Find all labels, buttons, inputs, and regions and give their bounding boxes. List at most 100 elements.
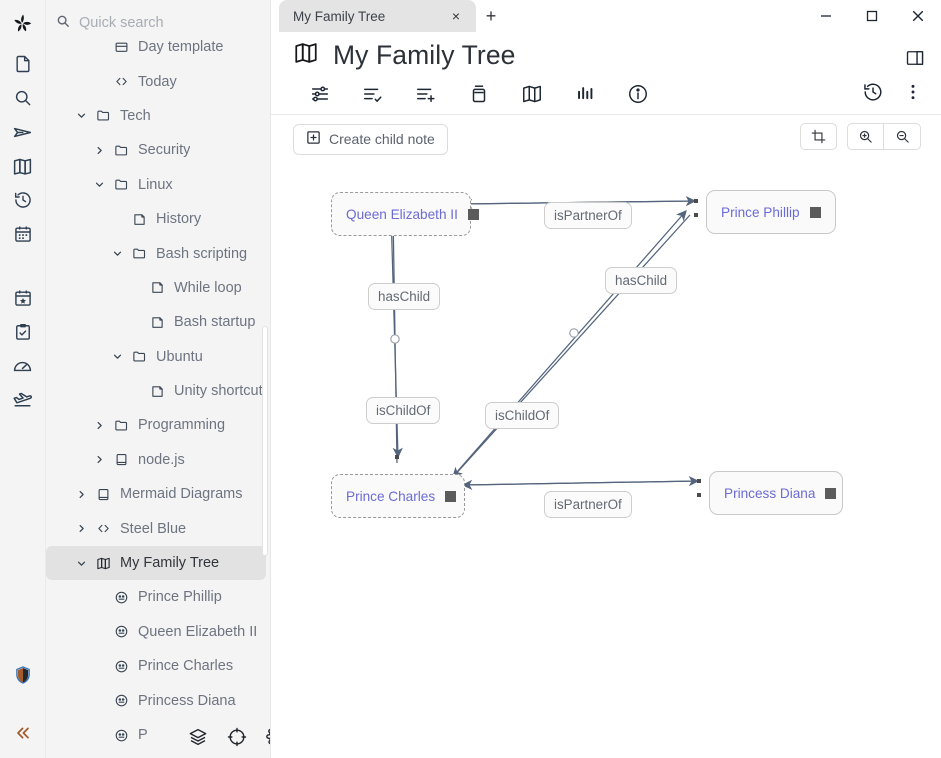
chevron-right-icon[interactable]	[88, 453, 110, 466]
graph-edge-label-isPartnerOf[interactable]: isPartnerOf	[544, 491, 632, 518]
right-panel-icon[interactable]	[899, 42, 931, 74]
create-child-note-button[interactable]: Create child note	[293, 123, 448, 155]
tree-item-day-template[interactable]: Day template	[46, 30, 266, 64]
note-icon	[146, 384, 168, 399]
ribbon-note-info[interactable]	[558, 77, 611, 111]
chevron-right-icon[interactable]	[70, 488, 92, 501]
chevron-right-icon[interactable]	[88, 144, 110, 157]
tree-item-bash-scripting[interactable]: Bash scripting	[46, 236, 266, 270]
graph-node-handle[interactable]	[445, 490, 457, 502]
ribbon-more-menu[interactable]	[893, 75, 933, 109]
graph-edge-label-isChildOf[interactable]: isChildOf	[485, 402, 560, 429]
zoom-out-icon[interactable]	[884, 123, 921, 150]
chevron-right-icon[interactable]	[88, 419, 110, 432]
graph-node-queen[interactable]: Queen Elizabeth II	[331, 192, 479, 236]
tree-item-programming[interactable]: Programming	[46, 408, 266, 442]
sidebar-scrollbar[interactable]	[262, 326, 268, 556]
book-icon	[110, 452, 132, 467]
graph-edge-label-isChildOf[interactable]: isChildOf	[366, 397, 441, 424]
tree-item-prince-phillip[interactable]: Prince Phillip	[46, 580, 266, 614]
trilium-leaf-logo[interactable]	[6, 5, 40, 39]
tree-item-unity-shortcuts[interactable]: Unity shortcuts	[46, 374, 266, 408]
tree-item-history[interactable]: History	[46, 202, 266, 236]
rail-item-send[interactable]	[6, 115, 40, 149]
ribbon-inherited-attributes[interactable]	[399, 77, 452, 111]
tree-item-node-js[interactable]: node.js	[46, 443, 266, 477]
zoom-pair	[847, 123, 921, 150]
rail-item-gauge[interactable]	[6, 349, 40, 383]
tree-item-label: Princess Diana	[138, 692, 236, 709]
tree-target-button[interactable]	[227, 727, 247, 752]
graph-node-handle[interactable]	[825, 487, 837, 499]
relation-icon	[110, 624, 132, 639]
graph-node-phillip[interactable]: Prince Phillip	[706, 190, 836, 234]
chevron-down-icon[interactable]	[106, 350, 128, 363]
rail-item-recent[interactable]	[6, 183, 40, 217]
graph-edge-label-isPartnerOf[interactable]: isPartnerOf	[544, 202, 632, 229]
rail-collapse[interactable]	[6, 716, 40, 750]
chevron-down-icon[interactable]	[106, 247, 128, 260]
tree-item-while-loop[interactable]: While loop	[46, 271, 266, 305]
tree-item-my-family-tree[interactable]: My Family Tree	[46, 545, 266, 581]
quick-search[interactable]: Quick search	[46, 0, 270, 46]
new-tab-button[interactable]: +	[485, 5, 497, 26]
graph-node-handle[interactable]	[467, 208, 479, 220]
tree-item-mermaid-diagrams[interactable]: Mermaid Diagrams	[46, 477, 266, 511]
map-icon	[293, 40, 319, 71]
chevron-down-icon[interactable]	[70, 109, 92, 122]
chevron-down-icon[interactable]	[70, 557, 92, 570]
tree-item-linux[interactable]: Linux	[46, 168, 266, 202]
map-icon	[92, 556, 114, 571]
tree-item-prince-charles[interactable]: Prince Charles	[46, 649, 266, 683]
rail-item-tasks[interactable]	[6, 315, 40, 349]
tree-item-princess-diana[interactable]: Princess Diana	[46, 683, 266, 717]
tree-layers-button[interactable]	[188, 727, 208, 752]
rail-item-shield[interactable]	[6, 658, 40, 692]
ribbon-basic-properties[interactable]	[293, 77, 346, 111]
rail-item-calendar-star[interactable]	[6, 281, 40, 315]
ribbon-owned-attributes[interactable]	[346, 77, 399, 111]
rail-item-calendar[interactable]	[6, 217, 40, 251]
note-icon	[146, 280, 168, 295]
tree-settings-button[interactable]	[266, 727, 270, 752]
rail-item-airplane[interactable]	[6, 383, 40, 417]
chevron-down-icon[interactable]	[88, 178, 110, 191]
tab-my-family-tree[interactable]: My Family Tree ×	[279, 0, 476, 32]
note-icon	[146, 315, 168, 330]
minimize-icon[interactable]	[803, 0, 849, 32]
close-icon[interactable]: ×	[451, 8, 461, 24]
tree-item-tech[interactable]: Tech	[46, 99, 266, 133]
rail-item-book[interactable]	[6, 149, 40, 183]
tree-item-label: Queen Elizabeth II	[138, 623, 258, 640]
tree-item-today[interactable]: Today	[46, 64, 266, 98]
tree-item-steel-blue[interactable]: Steel Blue	[46, 511, 266, 545]
tree-item-security[interactable]: Security	[46, 133, 266, 167]
graph-edge-label-hasChild[interactable]: hasChild	[368, 283, 441, 310]
rail-item-search[interactable]	[6, 81, 40, 115]
maximize-icon[interactable]	[849, 0, 895, 32]
tree-item-bash-startup[interactable]: Bash startup	[46, 305, 266, 339]
ribbon-note-map[interactable]	[505, 77, 558, 111]
tree-item-label: Programming	[138, 417, 226, 434]
graph-node-handle[interactable]	[810, 206, 821, 218]
tree-item-p[interactable]: P	[46, 718, 266, 752]
crop-fit-icon[interactable]	[800, 123, 837, 150]
tree-item-label: Prince Phillip	[138, 589, 222, 606]
ribbon-note-paths[interactable]	[452, 77, 505, 111]
graph-node-diana[interactable]: Princess Diana	[709, 471, 843, 515]
ribbon-revisions[interactable]	[853, 75, 893, 109]
ribbon-info[interactable]	[611, 77, 664, 111]
tree-item-queen-elizabeth-ii[interactable]: Queen Elizabeth II	[46, 615, 266, 649]
tree-item-label: My Family Tree	[120, 555, 220, 572]
graph-edge-label-hasChild[interactable]: hasChild	[605, 267, 678, 294]
chevron-right-icon[interactable]	[70, 522, 92, 535]
close-icon[interactable]	[895, 0, 941, 32]
tree-item-label: node.js	[138, 451, 185, 468]
graph-node-charles[interactable]: Prince Charles	[331, 474, 465, 518]
rail-item-notes[interactable]	[6, 47, 40, 81]
tree-item-label: Ubuntu	[156, 348, 203, 365]
zoom-in-icon[interactable]	[847, 123, 884, 150]
tree-item-ubuntu[interactable]: Ubuntu	[46, 340, 266, 374]
